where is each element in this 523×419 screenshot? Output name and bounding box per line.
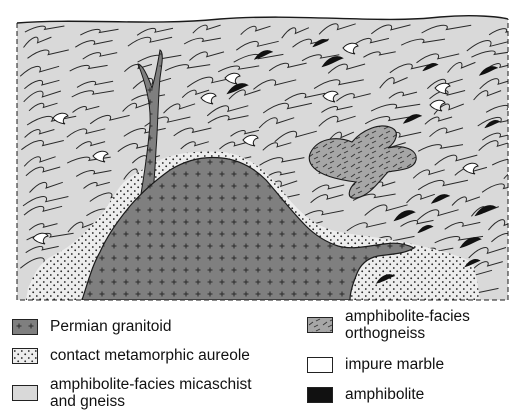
legend-item-granitoid: Permian granitoid bbox=[12, 318, 171, 335]
legend-label-marble: impure marble bbox=[345, 356, 444, 373]
amphibolite-swatch bbox=[307, 387, 333, 403]
legend-item-marble: impure marble bbox=[307, 356, 444, 373]
legend-label-granitoid: Permian granitoid bbox=[50, 318, 171, 335]
marble-swatch bbox=[307, 357, 333, 373]
aureole-swatch bbox=[12, 348, 38, 364]
legend-item-micaschist: amphibolite-facies micaschist and gneiss bbox=[12, 376, 252, 410]
legend-label-orthogneiss: amphibolite-facies orthogneiss bbox=[345, 308, 470, 342]
legend: Permian granitoid contact metamorphic au… bbox=[12, 308, 517, 416]
legend-item-orthogneiss: amphibolite-facies orthogneiss bbox=[307, 308, 470, 342]
granitoid-swatch bbox=[12, 319, 38, 335]
legend-label-amphibolite: amphibolite bbox=[345, 386, 424, 403]
legend-label-aureole: contact metamorphic aureole bbox=[50, 347, 250, 364]
legend-item-aureole: contact metamorphic aureole bbox=[12, 347, 250, 364]
orthogneiss-swatch bbox=[307, 317, 333, 333]
legend-item-amphibolite: amphibolite bbox=[307, 386, 424, 403]
legend-label-micaschist: amphibolite-facies micaschist and gneiss bbox=[50, 376, 252, 410]
micaschist-swatch bbox=[12, 385, 38, 401]
